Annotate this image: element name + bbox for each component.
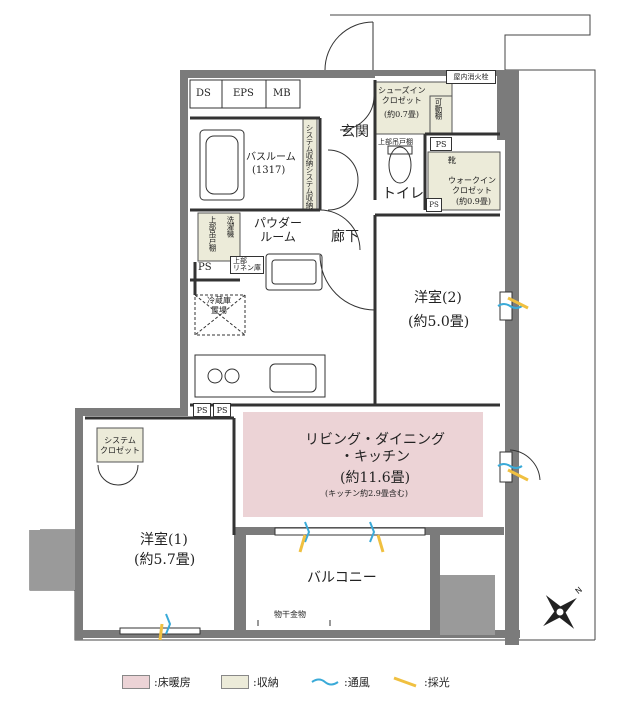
ldk-label: リビング・ダイニング ・キッチン [305, 432, 445, 465]
system-storage-1-label: システム収納 [305, 124, 314, 166]
movable-shelf-label: 可動棚 [434, 98, 443, 119]
balcony-label: バルコニー [307, 570, 377, 586]
fixtures [194, 253, 326, 398]
partitions [85, 80, 500, 535]
storage-areas [96, 81, 501, 463]
mb-label: MB [273, 88, 291, 99]
ldk-size: (約11.6畳) [340, 470, 411, 486]
legend-daylight-label: :採光 [424, 676, 450, 689]
bathroom-size: (1317) [252, 165, 286, 176]
bathtub [199, 129, 245, 201]
system-storage-2-label: システム収納 [305, 166, 314, 208]
ldk-note: (キッチン約2.9畳含む) [325, 489, 408, 498]
system-closet-label: システム クロゼット [100, 436, 140, 455]
fire-hydrant-label: 屋内消火栓 [446, 70, 496, 84]
legend-storage: :収納 [221, 674, 279, 690]
ps-3-label: PS [198, 262, 212, 273]
toilet-fixture [387, 145, 413, 184]
drying-hardware-label: 物干金物 [274, 610, 306, 619]
legend-daylight: :採光 [390, 674, 450, 690]
ventilation-icon [311, 678, 339, 686]
bathroom-label: バスルーム [246, 152, 296, 163]
legend-storage-label: :収納 [253, 676, 279, 689]
shoes-closet-label: シューズイン クロゼット [378, 86, 426, 105]
fridge-label: 冷蔵庫 置場 [207, 296, 231, 315]
shaft-block [189, 79, 301, 109]
ps-2-label: PS [426, 198, 442, 212]
washer-label: 洗濯機 [226, 216, 235, 237]
upper-shelf-2-label: 上部吊戸棚 [208, 216, 217, 251]
toilet-label: トイレ [382, 186, 424, 202]
ldk-heated-floor [243, 412, 483, 517]
ps-5-label: PS [213, 403, 231, 417]
shoes-closet-size: (約0.7畳) [384, 110, 419, 119]
compass-icon [543, 595, 577, 629]
walkin-closet-size: (約0.9畳) [456, 197, 491, 206]
legend-heated-floor: :床暖房 [122, 674, 191, 690]
western2-label: 洋室(2) [414, 290, 462, 306]
upper-shelf-1-label: 上部吊戸棚 [378, 138, 413, 146]
western1-label: 洋室(1) [140, 532, 188, 548]
drying-hardware-marks [257, 620, 331, 626]
hallway-label: 廊下 [331, 229, 359, 245]
airflow-marks [158, 296, 529, 641]
ds-label: DS [196, 88, 211, 99]
legend-ventilation: :通風 [310, 674, 370, 690]
western2-size: (約5.0畳) [408, 314, 470, 330]
eps-label: EPS [233, 88, 254, 99]
powder-room-label: パウダー ルーム [254, 216, 303, 245]
ps-1-label: PS [430, 137, 452, 151]
legend-ventilation-label: :通風 [344, 676, 370, 689]
western1-size: (約5.7畳) [134, 552, 196, 568]
ps-4-label: PS [193, 403, 211, 417]
linen-label: 上部 リネン庫 [230, 256, 264, 274]
daylight-icon [393, 676, 417, 688]
shoe-box-label: 靴 [448, 156, 456, 165]
walkin-closet-label: ウォークイン クロゼット [448, 176, 496, 195]
storage-swatch [221, 675, 249, 689]
heated-floor-swatch [122, 675, 150, 689]
doors [97, 21, 541, 486]
genkan-label: 玄関 [341, 124, 369, 140]
legend-heated-floor-label: :床暖房 [154, 676, 191, 689]
